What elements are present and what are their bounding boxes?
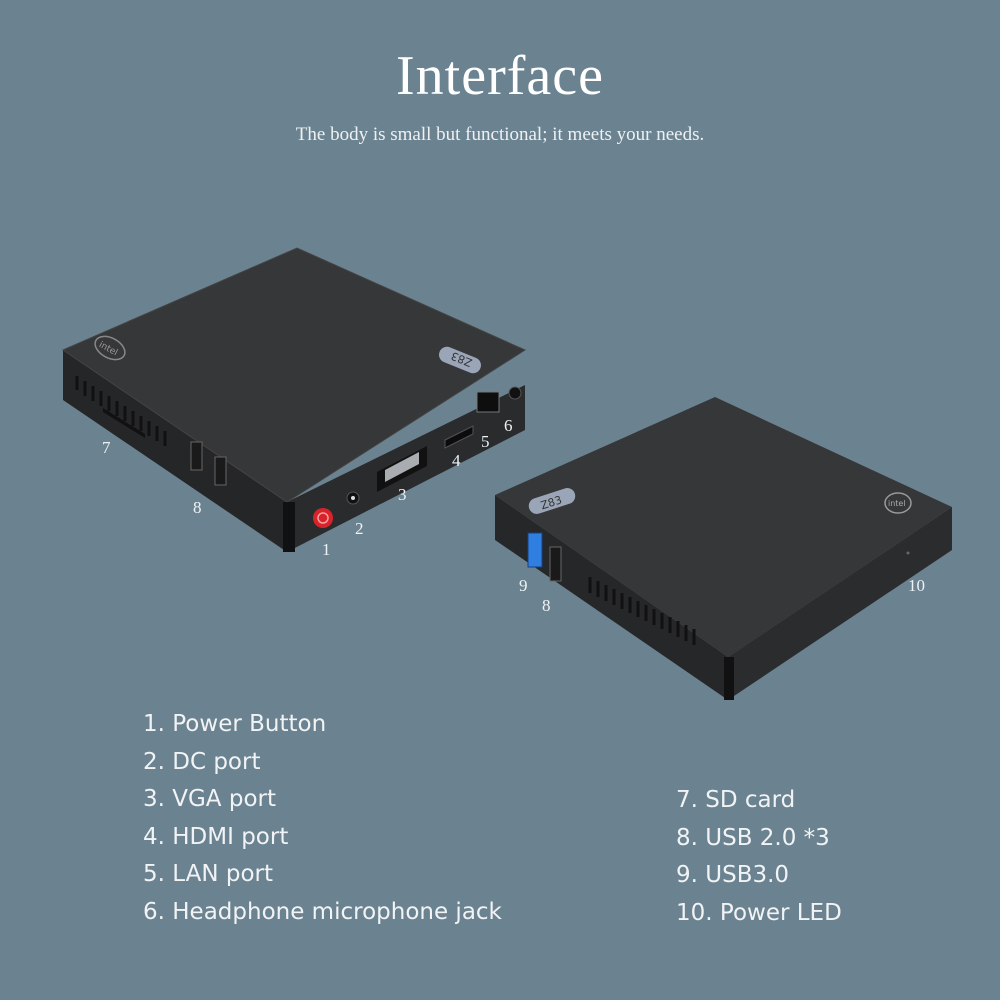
power-button-icon [313,508,333,528]
callout-8-back: 8 [542,596,551,615]
legend-item: 7. SD card [676,787,796,813]
callout-10: 10 [908,576,925,595]
intel-logo-icon: intel [884,492,912,514]
callout-3: 3 [398,485,407,504]
legend-item: 3. VGA port [143,786,277,812]
callout-8: 8 [193,498,202,517]
usb2-port [214,456,227,486]
legend-item: 10. Power LED [676,899,842,926]
usb2-port [190,441,203,471]
page-subtitle: The body is small but functional; it mee… [295,124,705,145]
lan-port [476,391,500,413]
hdmi-port [444,425,474,449]
legend-item: 2. DC port [143,748,261,775]
callout-4: 4 [452,451,461,470]
headphone-jack [508,386,522,400]
legend-item: 9. USB3.0 [676,862,790,888]
callout-5: 5 [481,432,490,451]
legend-item: 6. Headphone microphone jack [143,898,502,925]
vent-slots [588,577,696,645]
callout-6: 6 [504,416,513,435]
legend-item: 1. Power Button [143,711,327,737]
device-front-image: intel Z83 [61,247,527,552]
sd-card-slot [103,408,145,438]
callout-1: 1 [322,540,331,559]
callout-2: 2 [355,519,364,538]
callout-9: 9 [519,576,528,595]
legend-item: 5. LAN port [143,861,273,887]
page-title: Interface [396,45,604,107]
legend-item: 8. USB 2.0 *3 [676,824,830,851]
legend-left-list: 1. Power Button 2. DC port 3. VGA port 4… [143,706,502,931]
device-back-image: Z83 intel [495,397,952,700]
usb2-port [549,546,562,582]
callout-7: 7 [102,438,111,457]
vent-slots [75,376,167,446]
power-led [906,551,910,555]
usb3-port [527,532,543,568]
svg-text:intel: intel [888,499,906,508]
svg-text:Z83: Z83 [539,493,564,512]
z83-badge: Z83 [528,488,576,514]
legend-right-list: 7. SD card 8. USB 2.0 *3 9. USB3.0 10. P… [676,782,842,932]
legend-item: 4. HDMI port [143,823,289,850]
